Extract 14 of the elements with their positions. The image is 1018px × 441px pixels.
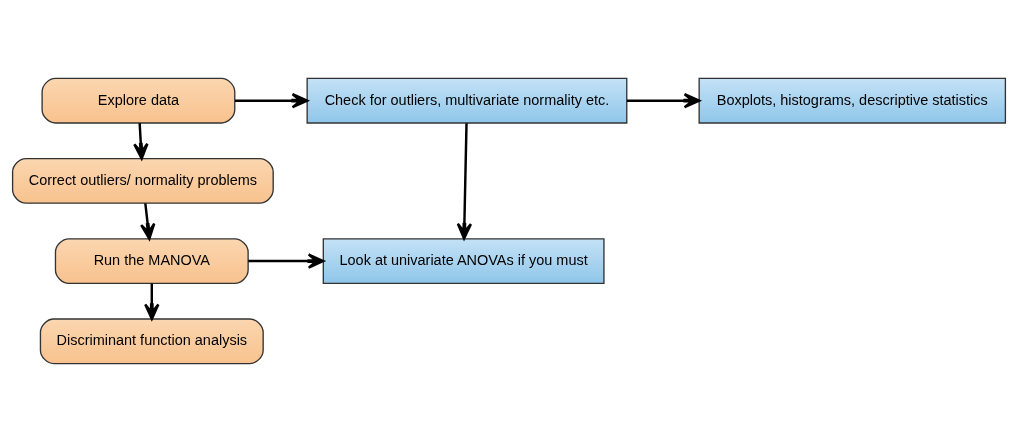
arrow [144,283,160,320]
arrow [133,122,149,160]
node-box: Explore data [41,77,236,124]
node-box: Run the MANOVA [54,237,249,284]
arrow [140,202,156,240]
arrow [626,92,701,108]
arrow [235,92,309,108]
node-box: Boxplots, histograms, descriptive statistics [698,77,1007,124]
node-box: Look at univariate ANOVAs if you must [322,237,605,284]
node-box: Discriminant function analysis [39,317,264,364]
node-box: Check for outliers, multivariate normality etc. [306,77,628,124]
arrow [456,122,473,240]
node-box: Correct outliers/ normality problems [11,157,274,204]
arrow [248,252,325,269]
